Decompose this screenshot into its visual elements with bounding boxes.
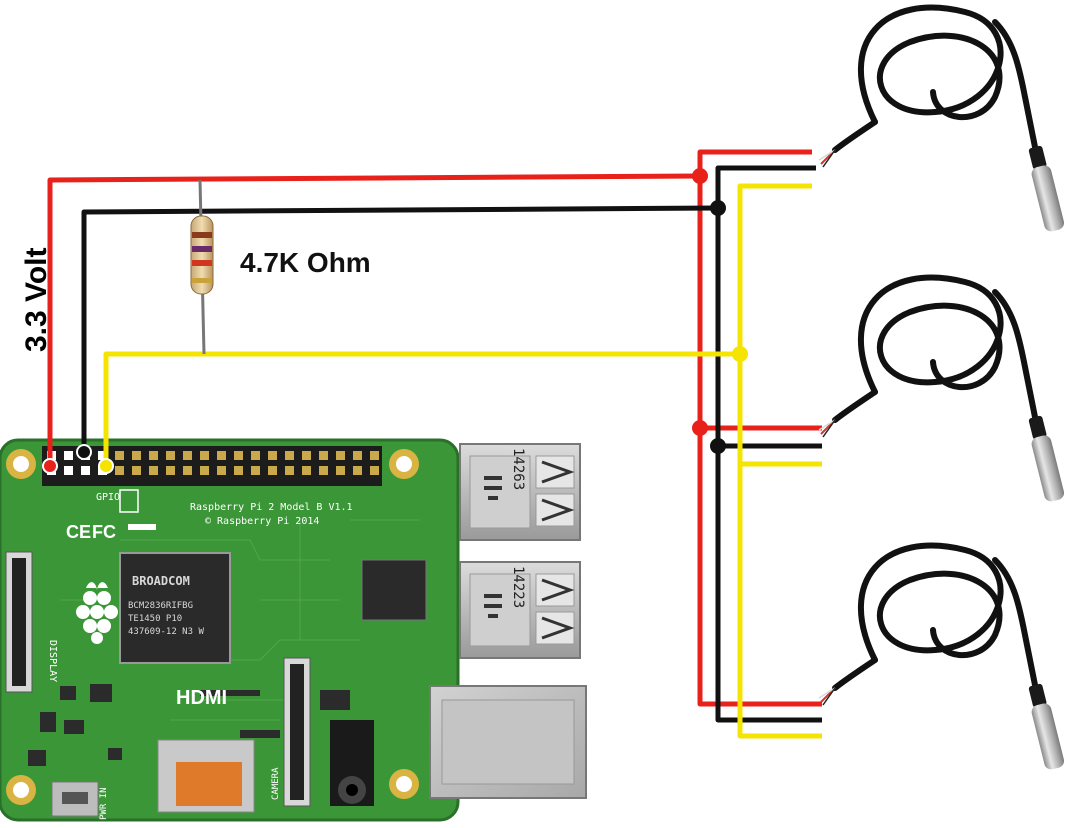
gpio-pin <box>302 451 311 460</box>
power-port <box>51 781 99 817</box>
gpio-pin <box>302 466 311 475</box>
mounting-hole <box>6 775 36 805</box>
soc-line: BCM2836RIFBG <box>128 601 193 611</box>
usb-label: USB <box>534 663 550 673</box>
gpio-pin <box>149 451 158 460</box>
raspberry-logo-icon <box>76 582 118 644</box>
mounting-hole <box>389 449 419 479</box>
wire-ground-black <box>81 165 822 723</box>
temperature-sensor <box>819 8 1066 233</box>
gpio-pin <box>115 466 124 475</box>
board-copyright-text: © Raspberry Pi 2014 <box>205 516 319 527</box>
gpio-pin <box>217 466 226 475</box>
pullup-resistor <box>190 179 214 355</box>
hdmi-port <box>157 739 255 813</box>
ce-mark: CE <box>66 522 91 542</box>
audio-jack <box>330 720 374 806</box>
voltage-label: 3.3 Volt <box>20 248 53 352</box>
junction-dot-ground <box>710 438 726 454</box>
junction-dot-data <box>732 346 748 362</box>
usb-port-top: 14263 <box>459 443 581 541</box>
gpio-pin <box>200 451 209 460</box>
gpio-pin <box>251 451 260 460</box>
gpio-pin <box>285 466 294 475</box>
gpio-pin <box>217 451 226 460</box>
soc-line: TE1450 P10 <box>128 614 182 624</box>
gpio-pin <box>234 466 243 475</box>
broadcom-soc: BROADCOM BCM2836RIFBG TE1450 P10 437609-… <box>119 552 231 664</box>
gpio-pin <box>234 451 243 460</box>
gpio-pin <box>285 451 294 460</box>
usb-code: 14263 <box>510 448 526 490</box>
mounting-hole <box>389 769 419 799</box>
usb-label: USB <box>534 545 550 555</box>
mounting-hole <box>6 449 36 479</box>
soc-line: BROADCOM <box>132 574 190 588</box>
board-model-text: Raspberry Pi 2 Model B V1.1 <box>190 502 353 513</box>
camera-connector <box>283 657 311 807</box>
gpio-pin <box>166 451 175 460</box>
gpio-pin <box>183 451 192 460</box>
lan-chip <box>361 559 427 621</box>
gpio-pin <box>319 466 328 475</box>
gpio-pin <box>183 466 192 475</box>
gpio-pin <box>336 451 345 460</box>
gpio-pin <box>319 451 328 460</box>
gpio-pin <box>132 451 141 460</box>
silk-bar <box>128 524 156 530</box>
usb-port-bottom: 14223 <box>459 561 581 659</box>
gpio-pin <box>166 466 175 475</box>
soc-line: 437609-12 N3 W <box>128 627 204 637</box>
hdmi-label: HDMI <box>176 687 227 709</box>
gpio-pin <box>268 466 277 475</box>
gpio-pin <box>64 466 73 475</box>
power-label: PWR IN <box>99 787 109 820</box>
gpio-pin <box>336 466 345 475</box>
gpio-pin <box>115 451 124 460</box>
ethernet-port <box>429 685 587 799</box>
resistor-label: 4.7K Ohm <box>240 247 371 278</box>
gpio-pin <box>370 466 379 475</box>
junction-dot-ground <box>710 200 726 216</box>
gpio-pin <box>353 451 362 460</box>
usb-code: 14223 <box>510 566 526 608</box>
temperature-sensor <box>819 278 1066 503</box>
junction-dot-power <box>692 168 708 184</box>
gpio-pin <box>251 466 260 475</box>
raspberry-pi-board: GPIO Raspberry Pi 2 Model B V1.1 © Raspb… <box>0 438 587 822</box>
camera-label: CAMERA <box>271 767 281 800</box>
pin-terminal-ground <box>76 444 92 460</box>
fc-mark: FC <box>92 522 116 542</box>
junction-dot-power <box>692 420 708 436</box>
gpio-pin <box>98 451 107 460</box>
gpio-header <box>42 446 382 486</box>
gpio-pin <box>64 451 73 460</box>
gpio-pin <box>132 466 141 475</box>
wire-data-yellow <box>103 183 822 739</box>
display-label: DISPLAY <box>47 640 58 682</box>
gpio-pin <box>353 466 362 475</box>
ethernet-label: ETHERNET <box>504 799 548 809</box>
display-connector <box>5 551 33 693</box>
gpio-pin <box>268 451 277 460</box>
gpio-pin <box>149 466 158 475</box>
gpio-pin <box>370 451 379 460</box>
gpio-pin <box>200 466 209 475</box>
temperature-sensor <box>819 546 1066 771</box>
pin-terminal-power <box>42 458 58 474</box>
gpio-pin <box>81 466 90 475</box>
pin-terminal-data <box>98 458 114 474</box>
gpio-label: GPIO <box>96 492 120 503</box>
weee-icon <box>119 489 139 513</box>
